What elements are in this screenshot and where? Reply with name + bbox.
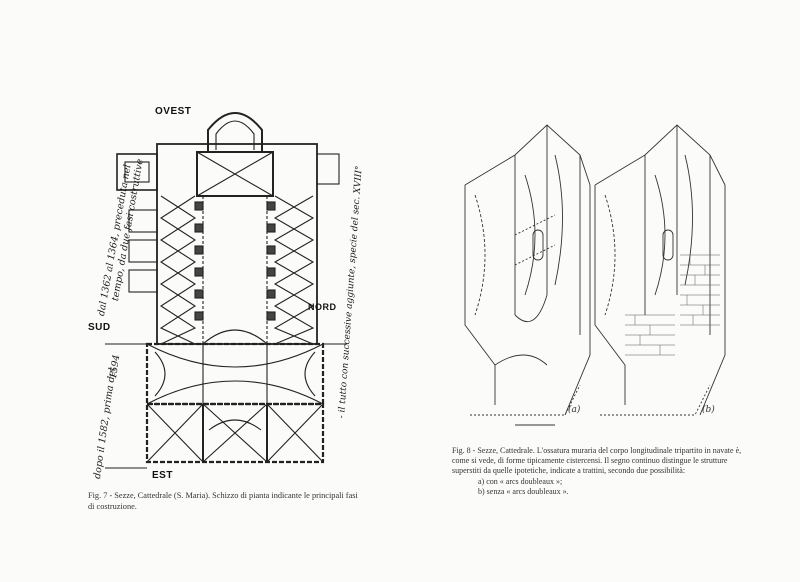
label-south: SUD	[88, 322, 111, 333]
axonometric-sections-drawing	[464, 124, 726, 426]
figure-8-item-a: a) con « arcs doubleaux »;	[478, 476, 563, 486]
figure-8-caption: Fig. 8 - Sezze, Cattedrale. L'ossatura m…	[452, 446, 752, 497]
figure-8-item-b: b) senza « arcs doubleaux ».	[478, 486, 569, 496]
figure-8-caption-line2: Il segno continuo distingue le strutture…	[452, 456, 728, 476]
cathedral-plan-sketch	[105, 112, 347, 469]
label-east: EST	[152, 470, 173, 481]
figure-8-caption-line1: Fig. 8 - Sezze, Cattedrale. L'ossatura m…	[452, 446, 742, 466]
drawing-b-tag: (b)	[702, 405, 715, 415]
drawing-a-tag: (a)	[568, 405, 581, 415]
figure-7-caption: Fig. 7 - Sezze, Cattedrale (S. Maria). S…	[88, 491, 358, 511]
label-west: OVEST	[155, 106, 192, 117]
label-north: NORD	[308, 302, 337, 312]
